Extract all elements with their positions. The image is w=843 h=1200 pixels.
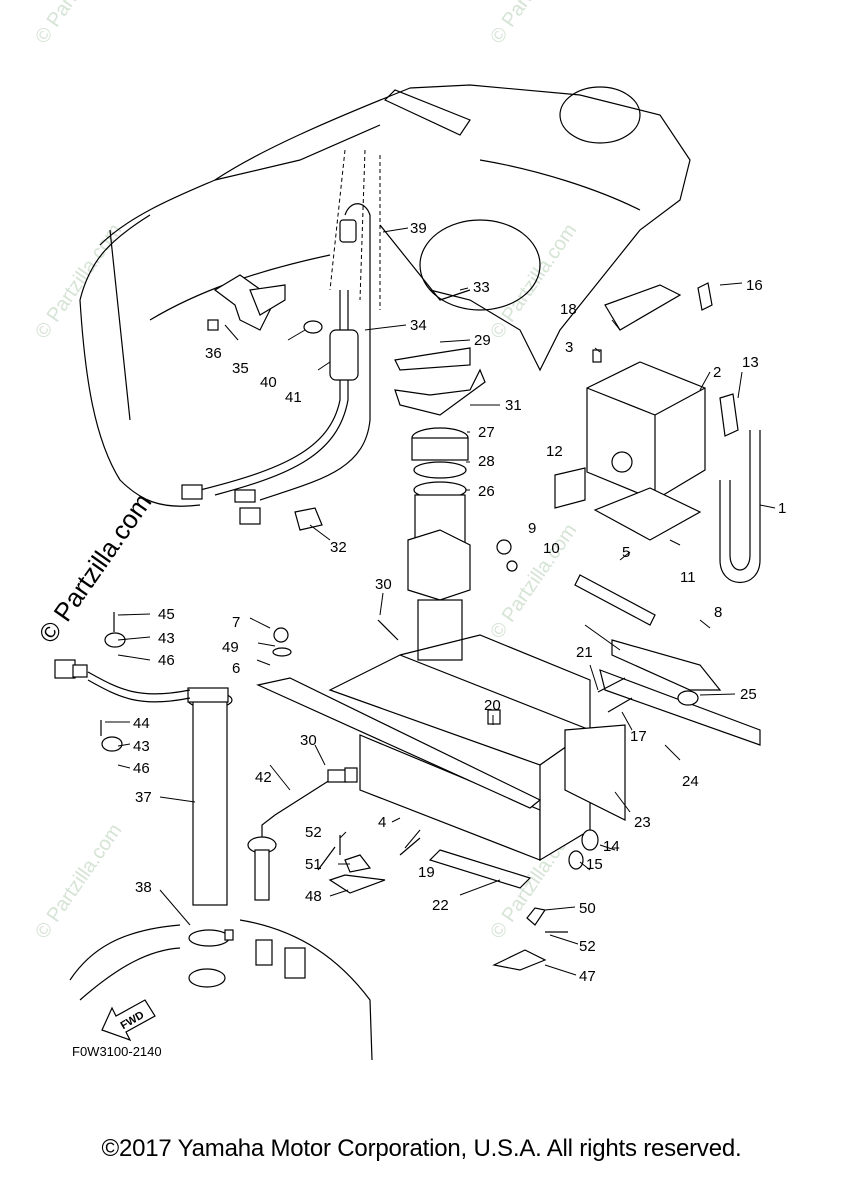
watermark: © Partzilla.com: [31, 220, 126, 343]
callout-29: 29: [474, 332, 491, 349]
callout-1: 1: [778, 500, 786, 517]
callout-50: 50: [579, 900, 596, 917]
callout-46b: 46: [133, 760, 150, 777]
callout-51: 51: [305, 856, 322, 873]
callout-33: 33: [473, 279, 490, 296]
callout-3: 3: [565, 339, 573, 356]
leader-lines: [105, 227, 776, 976]
watermark: © Partzilla.com: [486, 520, 581, 643]
callout-10: 10: [543, 540, 560, 557]
callout-27: 27: [478, 424, 495, 441]
fuel-sender: [247, 767, 358, 901]
callout-18: 18: [560, 301, 577, 318]
callouts: 1 2 3 4 5 6 7 8 9 10 11 12 13 14 15 16 1…: [133, 220, 786, 985]
callout-52a: 52: [305, 824, 322, 841]
callout-21: 21: [576, 644, 593, 661]
callout-5: 5: [622, 544, 630, 561]
callout-52b: 52: [579, 938, 596, 955]
callout-42: 42: [255, 769, 272, 786]
callout-49: 49: [222, 639, 239, 656]
callout-4: 4: [378, 814, 386, 831]
battery-box: [256, 574, 761, 889]
callout-34: 34: [410, 317, 427, 334]
callout-9: 9: [528, 520, 536, 537]
diagram-code: F0W3100-2140: [72, 1044, 162, 1059]
callout-32: 32: [330, 539, 347, 556]
callout-23: 23: [634, 814, 651, 831]
watermark: © Partzilla.com: [486, 220, 581, 343]
bands: [394, 347, 486, 416]
watermark: © Partzilla.com: [486, 0, 581, 48]
watermark-large: © Partzilla.com: [32, 488, 157, 649]
callout-26: 26: [478, 483, 495, 500]
callout-48: 48: [305, 888, 322, 905]
callout-44: 44: [133, 715, 150, 732]
callout-45: 45: [158, 606, 175, 623]
callout-2: 2: [713, 364, 721, 381]
callout-47: 47: [579, 968, 596, 985]
callout-13: 13: [742, 354, 759, 371]
callout-25: 25: [740, 686, 757, 703]
callout-30b: 30: [300, 732, 317, 749]
callout-8: 8: [714, 604, 722, 621]
callout-11: 11: [680, 569, 696, 586]
callout-7: 7: [232, 614, 240, 631]
callout-15: 15: [586, 856, 603, 873]
small-parts-top-left: [207, 274, 323, 531]
lower-brackets: [328, 854, 547, 971]
fasteners: [100, 539, 633, 933]
callout-43a: 43: [158, 630, 175, 647]
copyright-notice: ©2017 Yamaha Motor Corporation, U.S.A. A…: [101, 1135, 742, 1162]
callout-39: 39: [410, 220, 427, 237]
callout-46a: 46: [158, 652, 175, 669]
callout-43b: 43: [133, 738, 150, 755]
callout-24: 24: [682, 773, 699, 790]
callout-22: 22: [432, 897, 449, 914]
callout-20: 20: [484, 697, 501, 714]
watermark: © Partzilla.com: [31, 820, 126, 943]
fuel-pump-and-tank: [54, 659, 373, 1061]
callout-38: 38: [135, 879, 152, 896]
callout-14: 14: [603, 838, 620, 855]
battery: [554, 282, 761, 584]
callout-12: 12: [546, 443, 563, 460]
callout-41: 41: [285, 389, 302, 406]
fwd-arrow-icon: FWD: [101, 999, 156, 1042]
callout-36: 36: [205, 345, 222, 362]
watermark: © Partzilla.com: [31, 0, 126, 48]
callout-30a: 30: [375, 576, 392, 593]
callout-35: 35: [232, 360, 249, 377]
callout-28: 28: [478, 453, 495, 470]
parts-diagram: © Partzilla.com © Partzilla.com © Partzi…: [31, 0, 786, 1061]
callout-17: 17: [630, 728, 647, 745]
filler-column: [407, 427, 471, 661]
callout-37: 37: [135, 789, 152, 806]
callout-40: 40: [260, 374, 277, 391]
callout-31: 31: [505, 397, 522, 414]
wire-harness: [181, 203, 371, 525]
callout-6: 6: [232, 660, 240, 677]
callout-16: 16: [746, 277, 763, 294]
callout-19: 19: [418, 864, 435, 881]
